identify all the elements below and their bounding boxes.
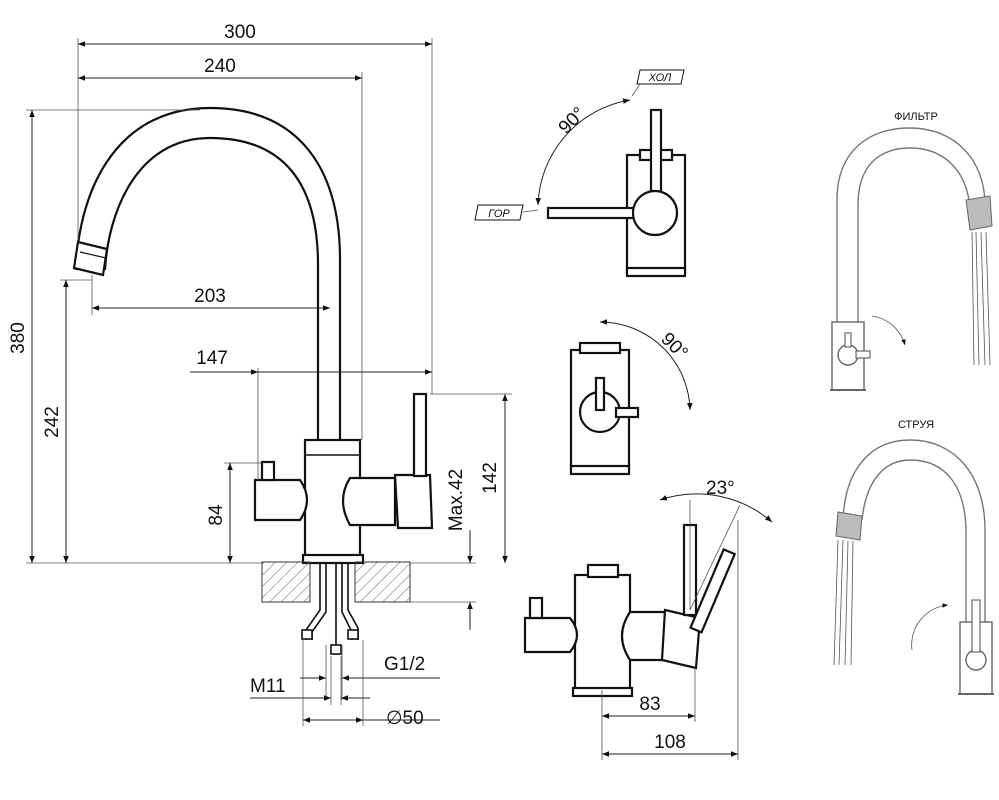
left-handle-block — [253, 478, 309, 522]
angle-90-top: 90° — [555, 103, 590, 138]
left-knob — [260, 460, 276, 482]
dim-203: 203 — [91, 275, 330, 315]
dim-242: 242 — [42, 279, 92, 563]
dim-300: 300 — [77, 22, 433, 394]
stream-label: СТРУЯ — [898, 419, 934, 431]
dim-max42: Max.42 — [410, 469, 476, 630]
dim-d50: ∅50 — [302, 640, 440, 729]
right-lever — [412, 392, 428, 478]
spout-inner — [103, 136, 320, 440]
bottom-tilt-view: 23° 83 108 — [523, 478, 773, 760]
dim-84-label: 84 — [206, 504, 227, 526]
spout-nozzle — [72, 240, 109, 277]
cold-tag-label: ХОЛ — [648, 72, 672, 84]
dim-240-label: 240 — [204, 56, 236, 77]
dim-84: 84 — [206, 462, 262, 563]
countertop-right — [354, 561, 411, 603]
angle-23: 23° — [706, 478, 735, 499]
filter-label: ФИЛЬТР — [894, 111, 938, 123]
dim-d50-label: ∅50 — [386, 708, 424, 729]
countertop-left — [261, 561, 311, 603]
dim-max42-label: Max.42 — [446, 469, 467, 531]
dim-108-label: 108 — [654, 732, 686, 753]
dim-m11: M11 — [250, 656, 370, 705]
dim-240: 240 — [78, 56, 363, 440]
stream-mode-view: СТРУЯ — [833, 419, 994, 695]
supply-hoses — [301, 563, 359, 655]
hot-tag-label: ГОР — [488, 208, 510, 220]
dim-142: 142 — [430, 393, 512, 563]
angle-90-mid: 90° — [656, 329, 691, 364]
dim-83-label: 83 — [639, 694, 660, 715]
cold-tag: ХОЛ — [631, 69, 685, 97]
mid-knob-view: 90° — [569, 319, 693, 476]
top-lever-view: 90° ХОЛ ГОР — [474, 69, 687, 278]
filter-mode-view: ФИЛЬТР — [830, 111, 993, 391]
dim-300-label: 300 — [224, 22, 256, 43]
dim-147-label: 147 — [196, 348, 228, 369]
dim-242-label: 242 — [42, 406, 63, 438]
dim-g12: G1/2 — [300, 645, 440, 700]
spout-outer — [74, 106, 342, 440]
dim-g12-label: G1/2 — [384, 654, 425, 675]
dim-380: 380 — [8, 109, 262, 564]
hot-tag: ГОР — [474, 204, 539, 221]
dim-380-label: 380 — [8, 322, 29, 354]
right-handle-block — [341, 476, 397, 527]
dim-m11-label: M11 — [250, 676, 286, 697]
main-faucet-view: 300 240 203 147 380 — [8, 22, 512, 729]
dim-203-label: 203 — [194, 286, 226, 307]
dim-142-label: 142 — [480, 462, 501, 494]
right-lever-cap — [393, 473, 434, 530]
dim-147: 147 — [190, 348, 432, 480]
